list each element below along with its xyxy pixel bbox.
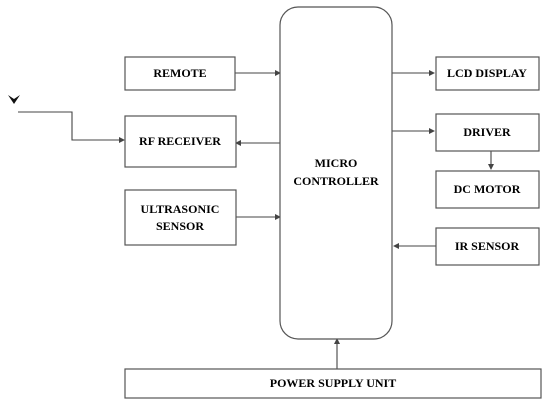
dc-motor-block: DC MOTOR — [435, 170, 540, 209]
ultrasonic-sensor-block: ULTRASONIC SENSOR — [124, 189, 237, 246]
lcd-display-block: LCD DISPLAY — [435, 56, 540, 91]
dc-motor-label: DC MOTOR — [454, 182, 521, 196]
connection-lines — [18, 70, 494, 369]
ir-sensor-label: IR SENSOR — [455, 239, 520, 253]
power-supply-block: POWER SUPPLY UNIT — [124, 368, 542, 399]
microcontroller-block: MICRO CONTROLLER — [279, 6, 393, 340]
lcd-display-label: LCD DISPLAY — [447, 66, 527, 80]
driver-block: DRIVER — [435, 113, 540, 152]
antenna-icon — [8, 95, 20, 104]
remote-block: REMOTE — [124, 56, 236, 91]
driver-label: DRIVER — [463, 125, 511, 139]
ir-sensor-block: IR SENSOR — [435, 227, 540, 266]
ultrasonic-label-line1: ULTRASONIC — [141, 202, 220, 216]
remote-label: REMOTE — [153, 66, 206, 80]
rf-receiver-block: RF RECEIVER — [124, 115, 237, 168]
antenna-to-rf-receiver-line — [18, 111, 125, 143]
microcontroller-label-line1: MICRO — [315, 156, 358, 170]
ultrasonic-label-line2: SENSOR — [156, 219, 204, 233]
rf-receiver-label: RF RECEIVER — [139, 134, 221, 148]
power-supply-label: POWER SUPPLY UNIT — [270, 376, 396, 390]
microcontroller-label-line2: CONTROLLER — [293, 174, 379, 188]
